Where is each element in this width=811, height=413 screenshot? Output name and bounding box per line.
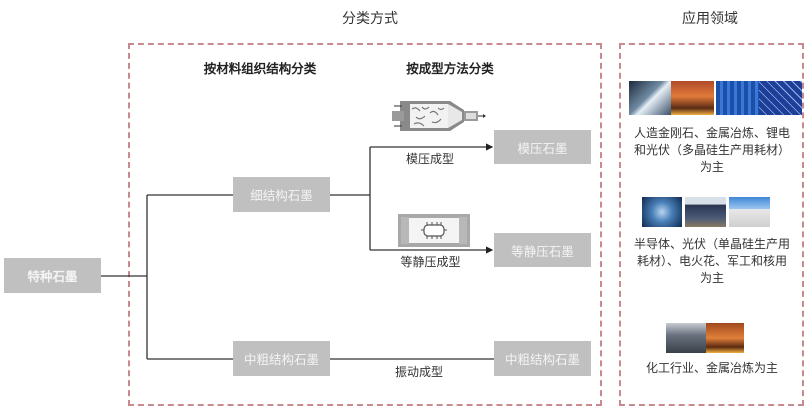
application-text-3: 化工行业、金属冶炼为主	[622, 360, 802, 377]
solar-panel-photo	[759, 81, 802, 115]
label-vibration-molding: 振动成型	[394, 365, 443, 379]
application-text-1: 人造金刚石、金属冶炼、锂电 和光伏（多晶硅生产用耗材） 为主	[622, 125, 802, 176]
solar-farm-photo	[685, 197, 726, 227]
node-molded-graphite: 模压石墨	[494, 130, 591, 164]
cooling-tower-photo	[729, 197, 770, 227]
by-forming-method-header: 按成型方法分类	[406, 61, 494, 76]
semiconductor-chip-photo	[642, 197, 682, 227]
isostatic-press-illustration	[398, 214, 470, 247]
application-text-2: 半导体、光伏（单晶硅生产用 耗材）、电火花、军工和核用 为主	[622, 236, 802, 287]
diamond-photo	[629, 81, 671, 115]
chemical-plant-photo	[666, 323, 706, 353]
node-vibration-medium-coarse-graphite: 中粗结构石墨	[494, 341, 591, 376]
application-text-line: 半导体、光伏（单晶硅生产用	[633, 237, 790, 251]
node-fine-structure-graphite: 细结构石墨	[233, 177, 330, 212]
application-text-line: 为主	[699, 271, 724, 285]
by-material-structure-header: 按材料组织结构分类	[203, 61, 317, 76]
lithium-battery-photo	[716, 81, 759, 115]
classification-header: 分类方式	[342, 11, 398, 27]
label-molding: 模压成型	[405, 152, 454, 166]
label-isostatic-pressing: 等静压成型	[400, 255, 461, 269]
application-text-line: 为主	[699, 160, 724, 174]
application-text-line: 和光伏（多晶硅生产用耗材）	[633, 143, 790, 157]
application-frame	[619, 43, 804, 406]
classification-frame	[128, 43, 602, 406]
application-text-line: 化工行业、金属冶炼为主	[645, 361, 778, 375]
metal-smelting-photo	[671, 81, 714, 115]
metal-smelting-photo-2	[706, 323, 744, 353]
application-text-line: 人造金刚石、金属冶炼、锂电	[633, 126, 790, 140]
node-special-graphite: 特种石墨	[4, 258, 101, 293]
application-header: 应用领域	[682, 11, 738, 27]
molding-press-illustration	[392, 101, 486, 131]
node-isostatic-graphite: 等静压石墨	[494, 233, 591, 267]
node-medium-coarse-graphite: 中粗结构石墨	[233, 341, 330, 376]
application-text-line: 耗材）、电火花、军工和核用	[636, 254, 787, 268]
